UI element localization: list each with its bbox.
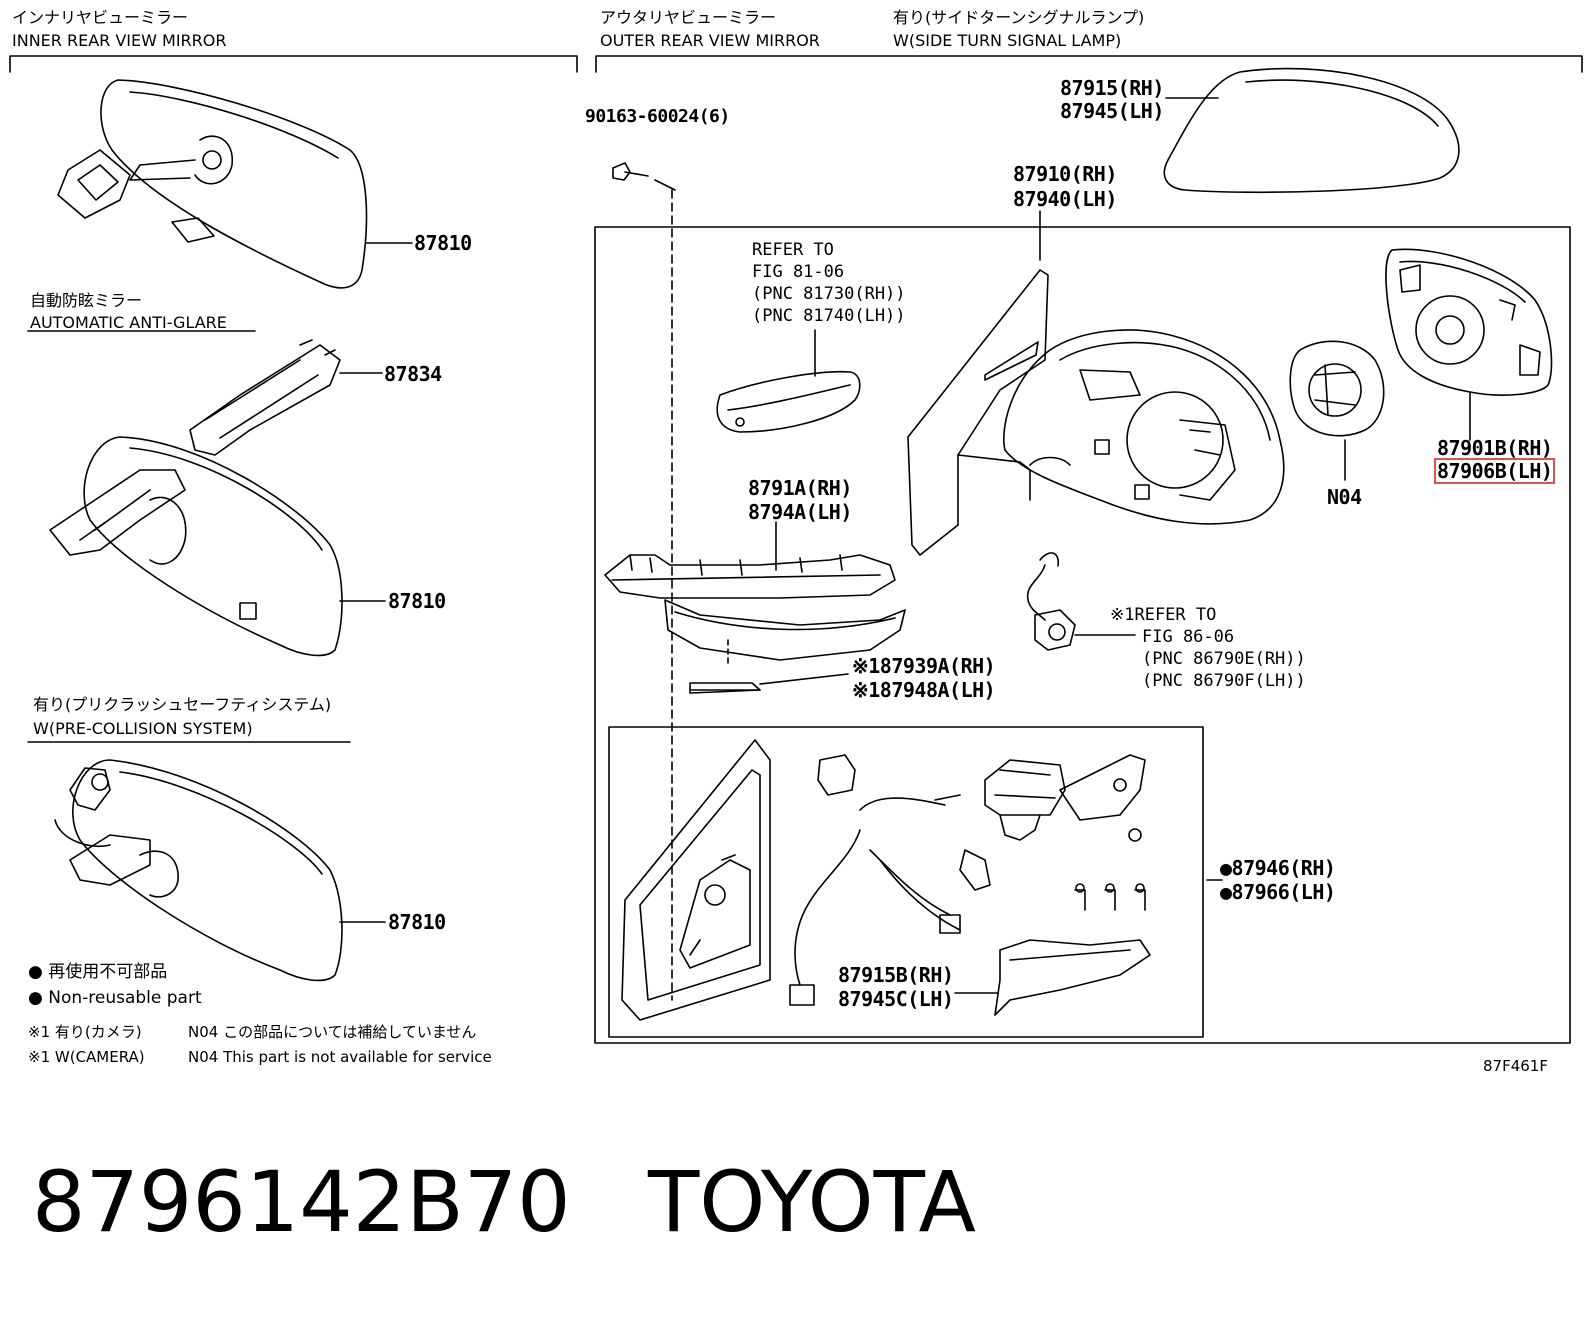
part-n04[interactable]: N04 xyxy=(1327,485,1362,509)
turn-signal-lamp-drawing xyxy=(716,329,861,433)
outer-header-jp: アウタリヤビューミラー xyxy=(600,8,777,27)
part-87966-lh[interactable]: ●87966(LH) xyxy=(1220,880,1336,904)
part-87810-c[interactable]: 87810 xyxy=(388,910,446,934)
legend-camera-en: ※1 W(CAMERA) xyxy=(28,1048,145,1066)
actuator-n04-drawing xyxy=(1289,340,1385,481)
part-87939a-rh[interactable]: ※187939A(RH) xyxy=(852,654,996,678)
part-87915-rh[interactable]: 87915(RH) xyxy=(1060,76,1164,100)
legend-camera-jp: ※1 有り(カメラ) xyxy=(28,1023,142,1041)
inner-mirror-1-drawing xyxy=(57,79,413,289)
mirror-glass-87901b-drawing xyxy=(1385,248,1553,441)
ref1-line3: (PNC 81730(RH)) xyxy=(752,284,906,304)
part-87945-lh[interactable]: 87945(LH) xyxy=(1060,99,1164,123)
legend-n04-en: N04 This part is not available for servi… xyxy=(188,1048,492,1066)
ref2-line2: FIG 86-06 xyxy=(1142,627,1235,647)
inner-header-en: INNER REAR VIEW MIRROR xyxy=(12,31,227,50)
signal-header-en: W(SIDE TURN SIGNAL LAMP) xyxy=(893,31,1122,50)
part-87946-rh[interactable]: ●87946(RH) xyxy=(1220,856,1336,880)
part-87915b-rh[interactable]: 87915B(RH) xyxy=(838,963,954,987)
mirror-housing-87910-drawing xyxy=(907,210,1285,556)
part-8791a-rh[interactable]: 8791A(RH) xyxy=(748,476,852,500)
bolt-90163-drawing xyxy=(612,162,676,1001)
ref1-line1: REFER TO xyxy=(752,240,834,260)
legend-nonreuse-en: ● Non-reusable part xyxy=(28,988,202,1008)
part-8794a-lh[interactable]: 8794A(LH) xyxy=(748,500,852,524)
precollision-header-jp: 有り(プリクラッシュセーフティシステム) xyxy=(33,695,332,714)
brand-title: TOYOTA xyxy=(648,1153,976,1251)
part-87945c-lh[interactable]: 87945C(LH) xyxy=(838,987,954,1011)
outer-header-en: OUTER REAR VIEW MIRROR xyxy=(600,31,820,50)
part-87948a-lh[interactable]: ※187948A(LH) xyxy=(852,678,996,702)
outer-mirror-frame xyxy=(594,226,1571,1044)
inner-mirror-2-drawing xyxy=(49,436,386,657)
cover-8791a-drawing xyxy=(604,521,906,666)
precollision-header-en: W(PRE-COLLISION SYSTEM) xyxy=(33,719,253,738)
inner-header-jp: インナリヤビューミラー xyxy=(12,8,189,27)
figure-code: 87F461F xyxy=(1483,1057,1548,1075)
part-87810-a[interactable]: 87810 xyxy=(414,231,472,255)
part-87906b-lh-highlighted[interactable]: 87906B(LH) xyxy=(1433,458,1556,484)
ref1-line4: (PNC 81740(LH)) xyxy=(752,306,906,326)
inner-mirror-3-drawing xyxy=(54,759,386,982)
ref2-line1: ※1REFER TO xyxy=(1110,605,1217,625)
strip-87939a-drawing xyxy=(689,673,849,694)
part-87901b-rh[interactable]: 87901B(RH) xyxy=(1437,436,1553,460)
legend-n04-jp: N04 この部品については補給していません xyxy=(188,1023,477,1041)
signal-header-jp: 有り(サイドターンシグナルランプ) xyxy=(893,8,1145,27)
section-brackets xyxy=(9,55,1583,73)
mirror-cover-87915-drawing xyxy=(1163,67,1460,194)
part-90163-60024[interactable]: 90163-60024(6) xyxy=(585,106,730,127)
legend-nonreuse-jp: ● 再使用不可部品 xyxy=(28,962,168,982)
part-87910-rh[interactable]: 87910(RH) xyxy=(1013,162,1117,186)
anti-glare-header-jp: 自動防眩ミラー xyxy=(30,291,143,310)
anti-glare-header-en: AUTOMATIC ANTI-GLARE xyxy=(30,313,227,332)
ref2-line3: (PNC 86790E(RH)) xyxy=(1142,649,1306,669)
sub-assembly-drawing xyxy=(621,739,1223,1021)
part-number-title: 8796142B70 xyxy=(32,1153,571,1251)
part-87810-b[interactable]: 87810 xyxy=(388,589,446,613)
part-87834[interactable]: 87834 xyxy=(384,362,442,386)
ref2-line4: (PNC 86790F(LH)) xyxy=(1142,671,1306,691)
ref1-line2: FIG 81-06 xyxy=(752,262,845,282)
part-87940-lh[interactable]: 87940(LH) xyxy=(1013,187,1117,211)
camera-86790e-drawing xyxy=(1026,552,1136,651)
sub-assembly-frame xyxy=(608,726,1204,1038)
bracket-87834-drawing xyxy=(189,339,383,456)
